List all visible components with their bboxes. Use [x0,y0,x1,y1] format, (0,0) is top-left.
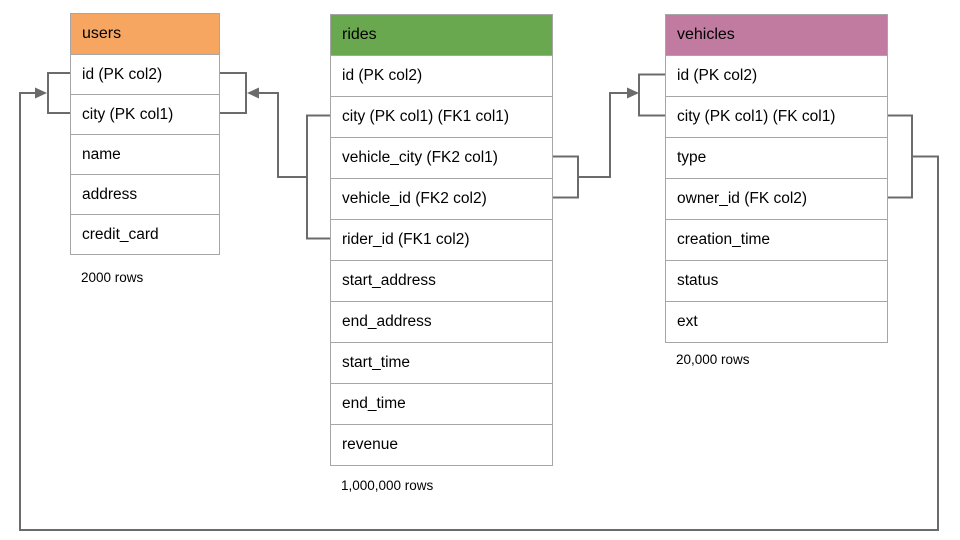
vehicles-row-count: 20,000 rows [676,352,750,367]
table-rides-header: rides [331,15,552,55]
vehicles-column-id: id (PK col2) [666,55,887,96]
users-left-bracket [47,72,70,114]
table-vehicles: vehicles id (PK col2) city (PK col1) (FK… [665,14,888,343]
rides-right-bracket [553,155,579,199]
rides-column-id: id (PK col2) [331,55,552,96]
rides-column-vehicle-city: vehicle_city (FK2 col1) [331,137,552,178]
table-vehicles-header: vehicles [666,15,887,55]
users-column-id: id (PK col2) [71,54,219,94]
vehicles-left-bracket [638,73,665,117]
fk2-rides-to-vehicles-line [578,92,628,178]
vehicles-column-ext: ext [666,301,887,342]
rides-column-rider-id: rider_id (FK1 col2) [331,219,552,260]
rides-left-bracket [306,114,330,240]
rides-column-start-address: start_address [331,260,552,301]
table-users: users id (PK col2) city (PK col1) name a… [70,13,220,255]
users-column-credit-card: credit_card [71,214,219,254]
table-users-header: users [71,14,219,54]
rides-row-count: 1,000,000 rows [341,478,434,493]
users-column-address: address [71,174,219,214]
rides-column-city: city (PK col1) (FK1 col1) [331,96,552,137]
users-column-name: name [71,134,219,174]
rides-column-end-address: end_address [331,301,552,342]
table-users-title: users [82,25,122,42]
users-column-city: city (PK col1) [71,94,219,134]
arrowhead-icon-vehicles-left [627,87,639,99]
table-rides-title: rides [342,26,377,43]
arrowhead-icon-users-right [247,87,259,99]
rides-column-end-time: end_time [331,383,552,424]
rides-column-revenue: revenue [331,424,552,465]
fk1-rides-to-users-line [258,92,307,178]
vehicles-column-creation-time: creation_time [666,219,887,260]
users-row-count: 2000 rows [81,270,144,285]
vehicles-column-owner-id: owner_id (FK col2) [666,178,887,219]
arrowhead-icon-users-left [35,87,47,99]
vehicles-column-type: type [666,137,887,178]
table-vehicles-title: vehicles [677,26,735,43]
rides-column-start-time: start_time [331,342,552,383]
table-rides: rides id (PK col2) city (PK col1) (FK1 c… [330,14,553,466]
rides-column-vehicle-id: vehicle_id (FK2 col2) [331,178,552,219]
vehicles-column-status: status [666,260,887,301]
vehicles-column-city: city (PK col1) (FK col1) [666,96,887,137]
vehicles-right-bracket [888,114,913,199]
users-right-bracket [220,72,247,114]
